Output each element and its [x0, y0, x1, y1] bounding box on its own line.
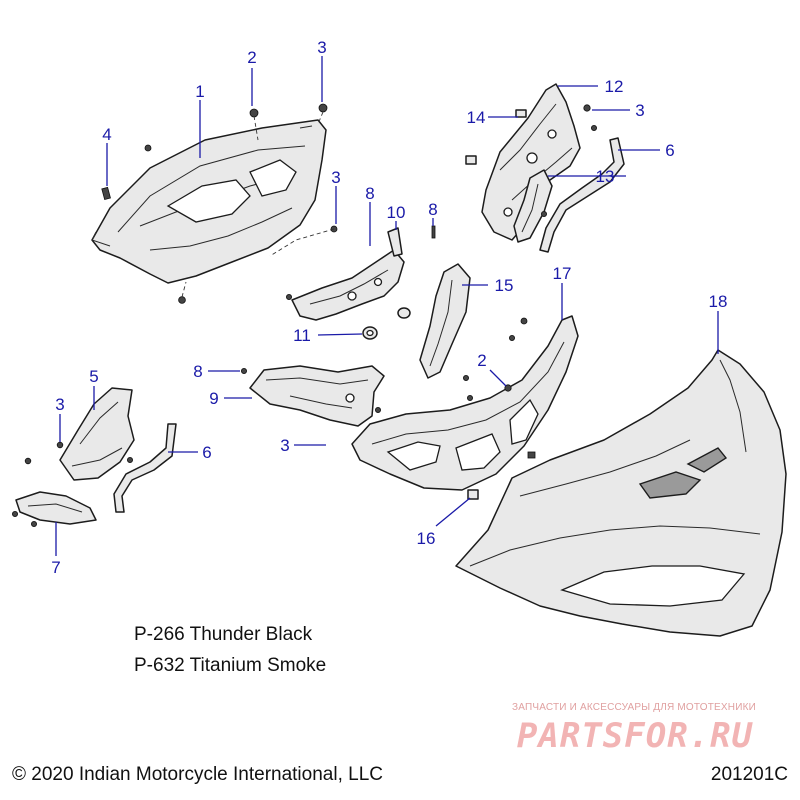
watermark: ЗАПЧАСТИ И АКСЕССУАРЫ ДЛЯ МОТОТЕХНИКИ PA…: [484, 702, 784, 762]
callout-7: 7: [51, 558, 60, 577]
part-7-lower-plate: [11, 491, 97, 528]
drawing-number: 201201C: [710, 764, 788, 785]
part-11-grommet: [362, 307, 411, 340]
callout-4: 4: [102, 125, 111, 144]
callout-3: 3: [317, 38, 326, 57]
part-10-bracket: [285, 227, 405, 321]
watermark-logo: PARTSFOR.RU: [516, 716, 754, 756]
callout-17: 17: [553, 264, 572, 283]
callout-3: 3: [280, 436, 289, 455]
copyright-text: © 2020 Indian Motorcycle International, …: [12, 764, 383, 785]
part-13-small-bracket: [513, 169, 553, 243]
callout-5: 5: [89, 367, 98, 386]
callout-9: 9: [209, 389, 218, 408]
part-18-outer-fairing: [455, 349, 787, 637]
callout-2: 2: [477, 351, 486, 370]
part-1-inner-fairing: [91, 103, 338, 304]
callout-3: 3: [635, 101, 644, 120]
watermark-tagline: ЗАПЧАСТИ И АКСЕССУАРЫ ДЛЯ МОТОТЕХНИКИ: [511, 702, 757, 713]
leader-lines: [55, 56, 719, 556]
part-6-hose-lower: [113, 423, 177, 513]
part-17-center-cowl: [351, 315, 579, 491]
part-15-vertical-trim: [419, 225, 471, 379]
callout-10: 10: [387, 203, 406, 222]
callout-16: 16: [417, 529, 436, 548]
part-6-hose-upper: [539, 137, 625, 253]
callout-6: 6: [202, 443, 211, 462]
callout-11: 11: [293, 326, 311, 345]
part-9-lower-panel: [240, 365, 385, 427]
callout-1: 1: [195, 82, 204, 101]
callout-14: 14: [467, 108, 486, 127]
callout-12: 12: [605, 77, 624, 96]
callout-8: 8: [193, 362, 202, 381]
part-5-left-inner-panel: [24, 387, 135, 481]
callout-8: 8: [365, 184, 374, 203]
callout-8: 8: [428, 200, 437, 219]
callout-3: 3: [331, 168, 340, 187]
callout-labels: 1 2 3 4 3 8 10 8 11 12 14 3 6 13 15 17 1…: [51, 38, 727, 577]
callout-15: 15: [495, 276, 514, 295]
callout-13: 13: [596, 167, 615, 186]
part-16-clip: [467, 489, 479, 500]
callout-6: 6: [665, 141, 674, 160]
color-legend-p632: P-632 Titanium Smoke: [134, 655, 327, 676]
callout-2: 2: [247, 48, 256, 67]
color-legend-p266: P-266 Thunder Black: [134, 624, 313, 645]
callout-3: 3: [55, 395, 64, 414]
part-12-side-bracket: [465, 83, 598, 241]
callout-18: 18: [709, 292, 728, 311]
